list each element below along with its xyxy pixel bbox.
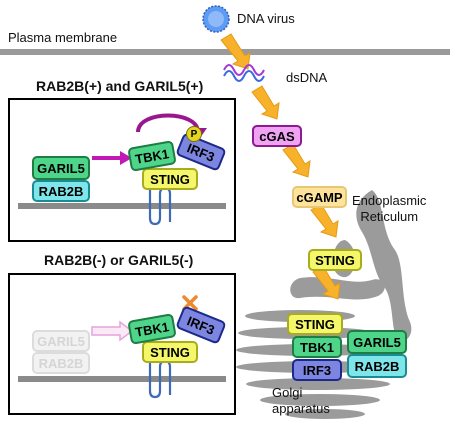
sting-box-panel2: STING — [142, 341, 198, 363]
garil5-box-panel1: GARIL5 — [32, 156, 90, 180]
flow-arrows — [220, 33, 341, 300]
panel-negative: GARIL5 RAB2B STING TBK1 IRF3 — [8, 273, 236, 415]
garil5-box-golgi: GARIL5 — [347, 330, 407, 354]
dsdna-helix-icon — [223, 64, 265, 82]
golgi-apparatus-label: Golgi apparatus — [272, 385, 330, 416]
rab2b-box-panel2: RAB2B — [32, 352, 90, 374]
rab2b-box-panel1: RAB2B — [32, 180, 90, 202]
cgamp-box: cGAMP — [292, 186, 347, 208]
flow-arrow-virus-to-dna — [220, 33, 251, 70]
panel-positive: GARIL5 RAB2B STING TBK1 IRF3 P — [8, 98, 236, 242]
flow-arrow-cgas-to-cgamp — [282, 143, 311, 178]
tbk1-box-golgi: TBK1 — [292, 336, 342, 358]
rab2b-box-golgi: RAB2B — [347, 354, 407, 378]
dna-virus-icon — [202, 5, 230, 33]
dna-virus-label: DNA virus — [237, 11, 295, 26]
garil5-box-panel2: GARIL5 — [32, 330, 90, 352]
phospho-badge: P — [186, 126, 202, 142]
panel-top-title: RAB2B(+) and GARIL5(+) — [36, 78, 204, 94]
plasma-membrane-label: Plasma membrane — [8, 30, 118, 45]
membrane-bar — [18, 203, 226, 209]
cgas-box: cGAS — [252, 125, 302, 147]
endoplasmic-reticulum-label: Endoplasmic Reticulum — [352, 193, 427, 224]
sting-box-panel1: STING — [142, 168, 198, 190]
membrane-bar — [18, 376, 226, 382]
dsdna-label: dsDNA — [286, 70, 328, 85]
phosphorylation-arrow — [136, 113, 200, 133]
irf3-box-golgi: IRF3 — [292, 359, 342, 381]
sting-box-golgi: STING — [287, 313, 343, 335]
flow-arrow-cgamp-to-sting — [310, 203, 339, 238]
panel-bottom-title: RAB2B(-) or GARIL5(-) — [44, 252, 194, 268]
plasma-membrane-line — [0, 49, 450, 55]
flow-arrow-dna-to-cgas — [251, 85, 280, 120]
faded-recruit-arrow — [91, 320, 134, 342]
sting-box-er: STING — [308, 249, 362, 271]
